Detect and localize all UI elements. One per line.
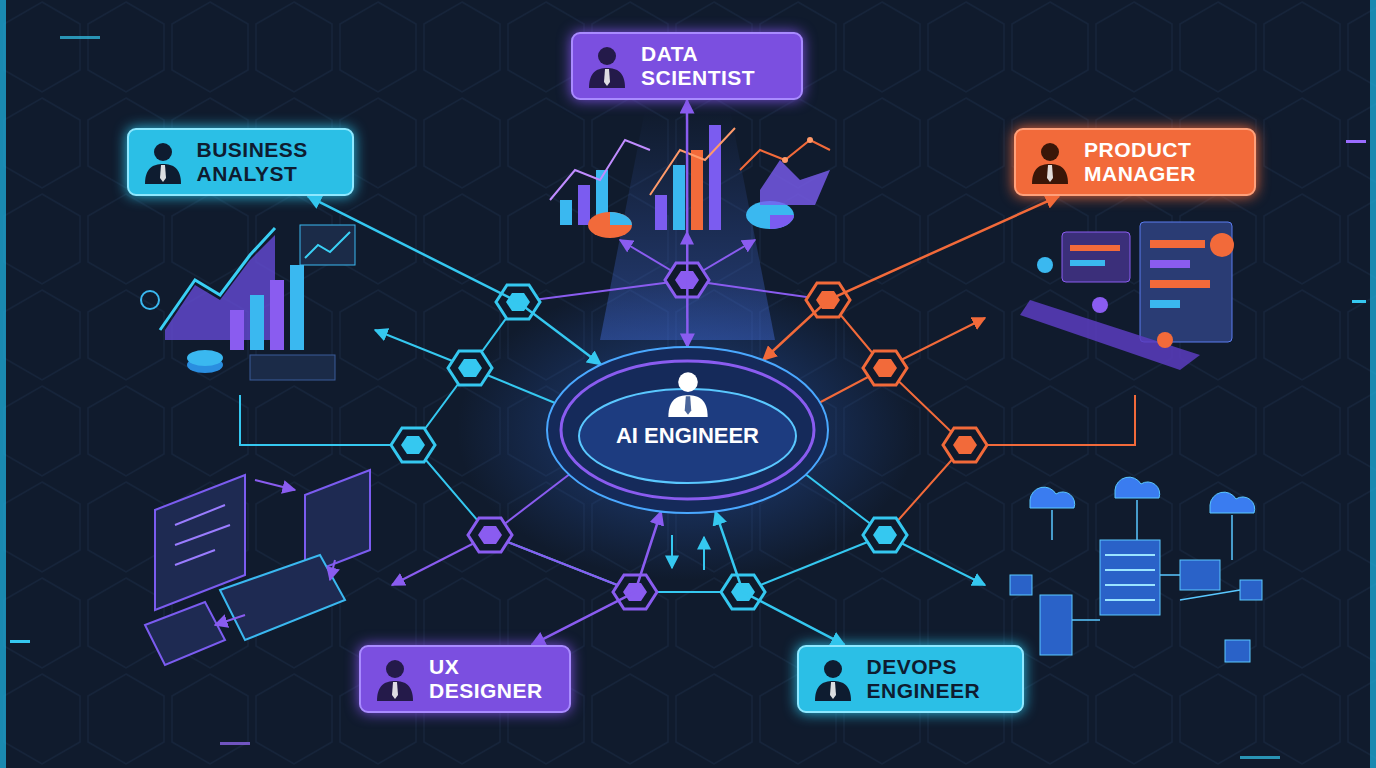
role-label: PRODUCT MANAGER bbox=[1084, 138, 1234, 186]
role-box: PRODUCT MANAGER bbox=[1014, 128, 1256, 196]
person-icon bbox=[375, 656, 415, 702]
role-label: UX DESIGNER bbox=[429, 655, 549, 703]
data-science-charts bbox=[550, 125, 830, 238]
person-icon bbox=[666, 369, 710, 417]
ux-wireframes bbox=[145, 470, 370, 665]
role-label: BUSINESS ANALYST bbox=[197, 138, 332, 186]
connector bbox=[308, 196, 601, 365]
devops-servers bbox=[1010, 477, 1262, 662]
role-label: AI ENGINEER bbox=[616, 423, 759, 449]
person-icon bbox=[1030, 139, 1070, 185]
role-label: DEVOPS ENGINEER bbox=[867, 655, 1002, 703]
center-node: AI ENGINEER bbox=[545, 345, 830, 515]
person-icon bbox=[813, 656, 853, 702]
hex-nodes bbox=[391, 263, 987, 609]
person-icon bbox=[587, 43, 627, 89]
product-dashboard bbox=[1020, 222, 1234, 370]
connector bbox=[686, 100, 689, 347]
business-charts bbox=[141, 225, 355, 380]
role-box: DATA SCIENTIST bbox=[571, 32, 803, 100]
connector bbox=[715, 511, 844, 645]
person-icon bbox=[143, 139, 183, 185]
connector bbox=[763, 196, 1059, 360]
role-label: DATA SCIENTIST bbox=[641, 42, 781, 90]
role-box: DEVOPS ENGINEER bbox=[797, 645, 1024, 713]
connector bbox=[532, 512, 661, 645]
role-box: UX DESIGNER bbox=[359, 645, 571, 713]
role-box: BUSINESS ANALYST bbox=[127, 128, 354, 196]
